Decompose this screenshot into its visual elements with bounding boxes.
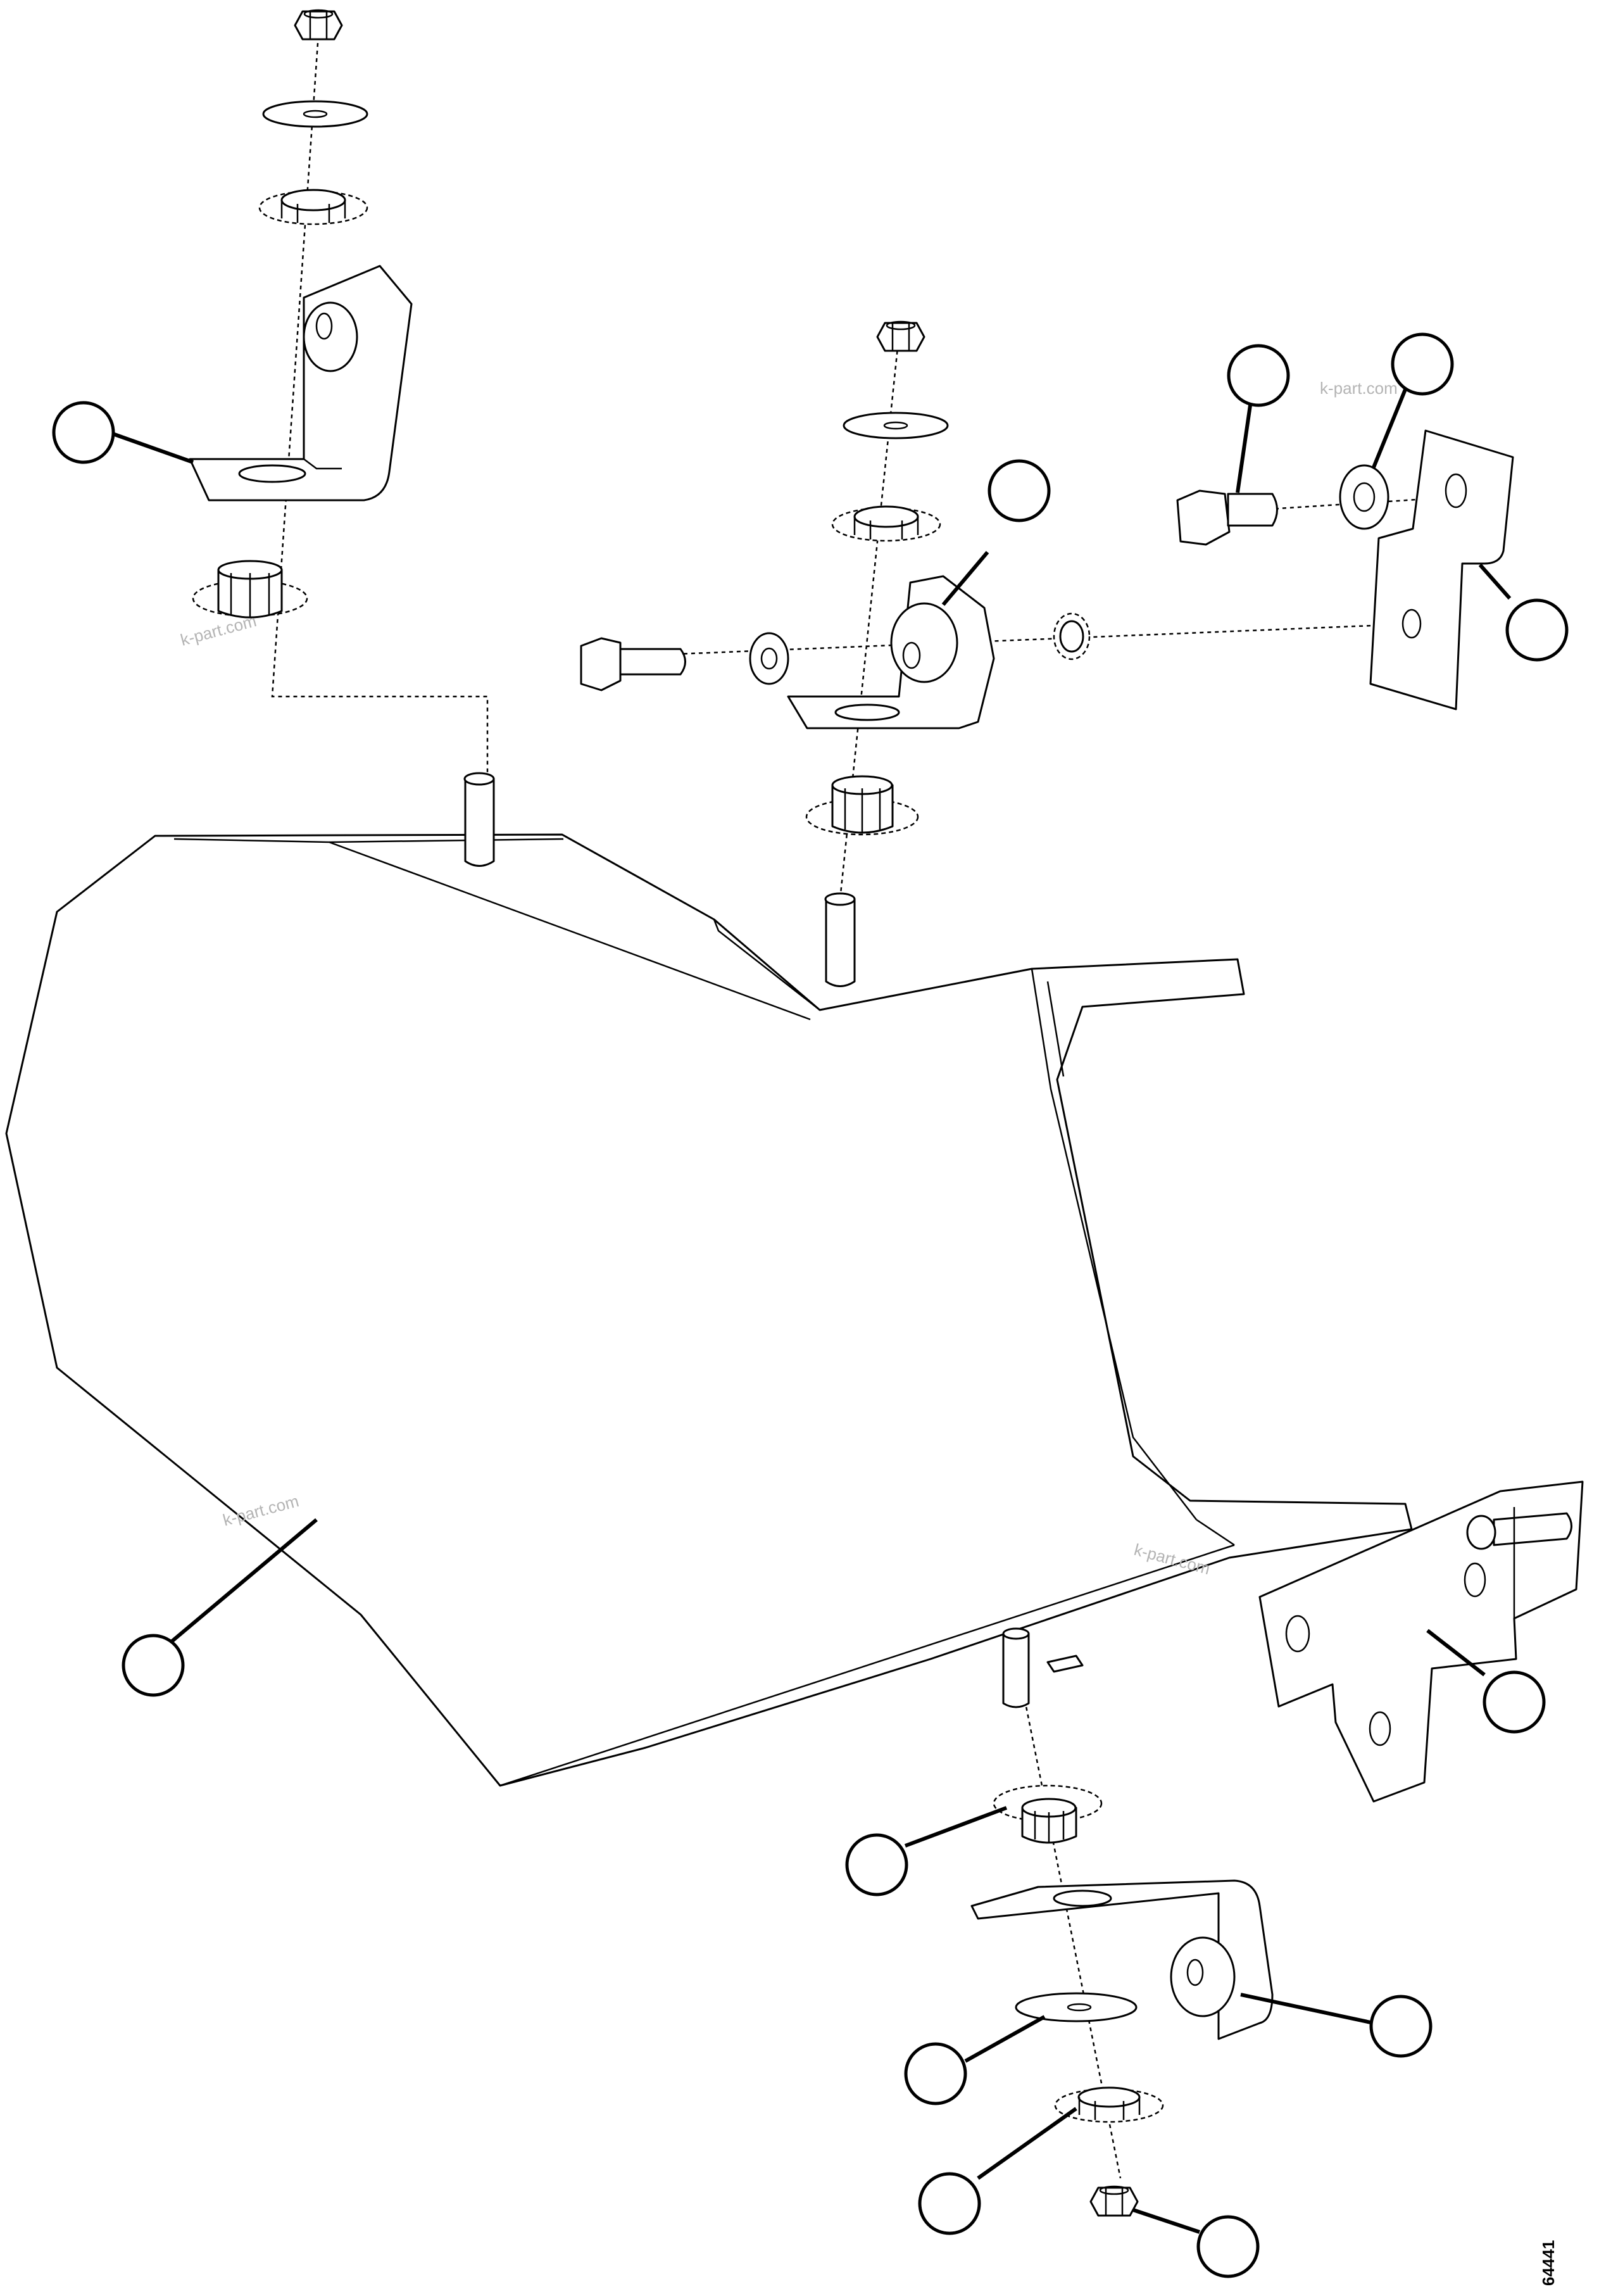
lock-nut-top-left <box>294 9 343 41</box>
flat-washer-top-center <box>843 412 949 439</box>
callout-washer-bottom-upper <box>845 1833 908 1896</box>
lock-pin-bottom <box>1002 1627 1030 1708</box>
pivot-bracket-center <box>787 575 995 729</box>
hex-bolt-right <box>1176 489 1278 546</box>
flat-washer-bottom <box>1015 1992 1138 2022</box>
flat-washer-center <box>749 632 789 685</box>
callout-bracket-top-left <box>52 401 115 464</box>
hex-bolt-center <box>580 637 686 691</box>
pivot-bracket-bottom <box>970 1879 1274 2040</box>
watermark-text: k-part.com <box>1320 379 1398 398</box>
callout-bracket-bottom <box>1369 1995 1433 2058</box>
drawing-code: 64441 <box>1539 2240 1558 2286</box>
serrated-lock-washer-bottom-upper <box>993 1784 1103 1844</box>
spacer-washer-right <box>1339 464 1389 530</box>
callout-flat-washer-bottom <box>904 2042 967 2105</box>
serrated-lock-washer-center-lower <box>805 775 919 836</box>
callout-chute-shroud <box>122 1634 185 1697</box>
serrated-lock-washer-mid-left <box>192 560 308 619</box>
lock-pin-top-center <box>824 892 856 987</box>
callout-washer-bottom-lower <box>918 2172 981 2235</box>
lock-nut-top-center <box>876 320 925 352</box>
serrated-lock-washer-center-right <box>1053 612 1091 660</box>
chute-shroud <box>5 833 1413 1787</box>
callout-plate-lower-right <box>1483 1670 1546 1734</box>
lock-pin-top-left <box>463 772 495 867</box>
mounting-plate-lower-right <box>1258 1480 1584 1803</box>
lock-nut-bottom <box>1089 2185 1139 2217</box>
mounting-plate-upper-right <box>1369 429 1514 710</box>
serrated-lock-washer-top-left <box>258 189 368 225</box>
watermark-text: k-part.com <box>179 611 258 650</box>
pivot-bracket-top-left <box>189 265 413 501</box>
flat-washer-top-left <box>262 100 368 128</box>
callout-bracket-center <box>988 459 1051 522</box>
callout-spacer-right <box>1391 332 1454 396</box>
callout-bolt-right <box>1227 344 1290 407</box>
callout-plate-upper-right <box>1505 598 1569 662</box>
callout-circles <box>52 332 1569 2278</box>
leader-lines <box>111 388 1512 2234</box>
serrated-lock-washer-bottom-lower <box>1054 2086 1164 2123</box>
callout-lock-nut-bottom <box>1196 2215 1260 2278</box>
serrated-lock-washer-top-center <box>831 505 941 542</box>
